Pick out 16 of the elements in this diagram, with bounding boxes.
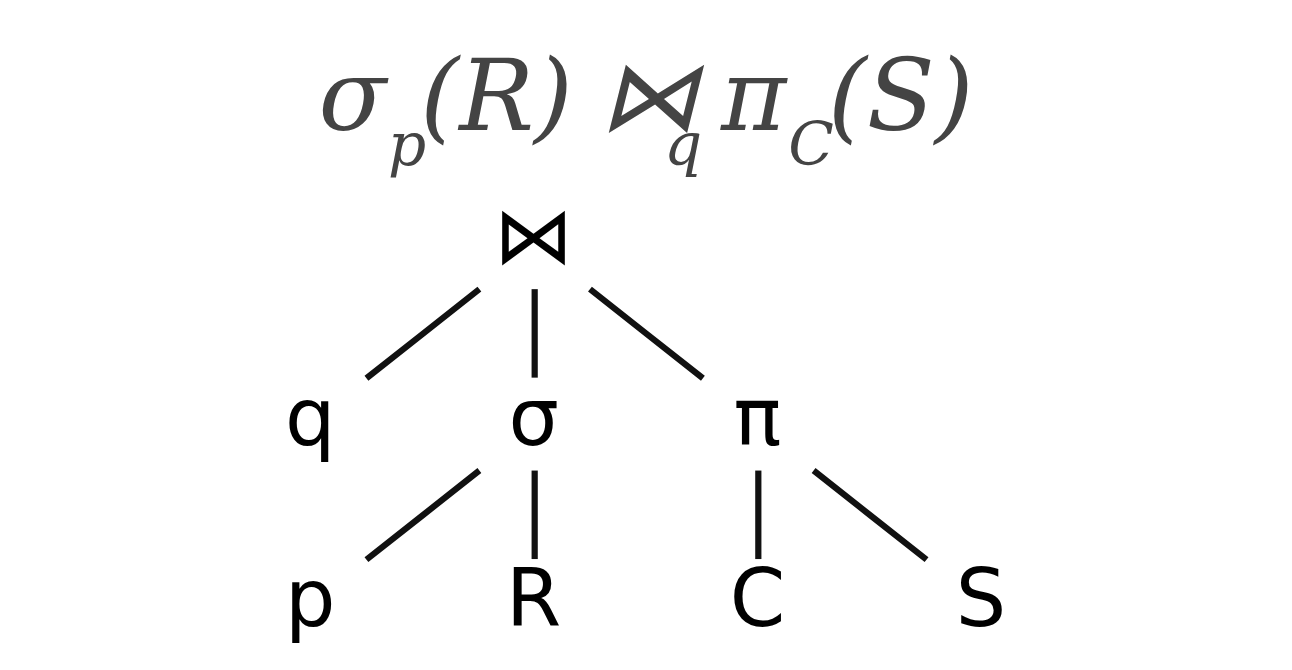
connector [364, 286, 481, 381]
node-text: σ [508, 370, 559, 464]
diagram-title: σ$_{p}$(R) ⋈$_{q}$ π$_{C}$(S) [317, 37, 974, 179]
connector [531, 289, 538, 378]
node-text: π [732, 370, 781, 464]
connector [587, 286, 705, 381]
connector [531, 470, 538, 560]
connector [754, 470, 761, 560]
connector [364, 468, 481, 563]
node-text: q [284, 370, 335, 464]
node-text: ⋈ [493, 189, 573, 283]
node-text: S [955, 551, 1006, 645]
node-text: p [284, 551, 335, 645]
node-text: C [729, 551, 785, 645]
connector [811, 468, 928, 563]
node-text: R [505, 551, 561, 645]
